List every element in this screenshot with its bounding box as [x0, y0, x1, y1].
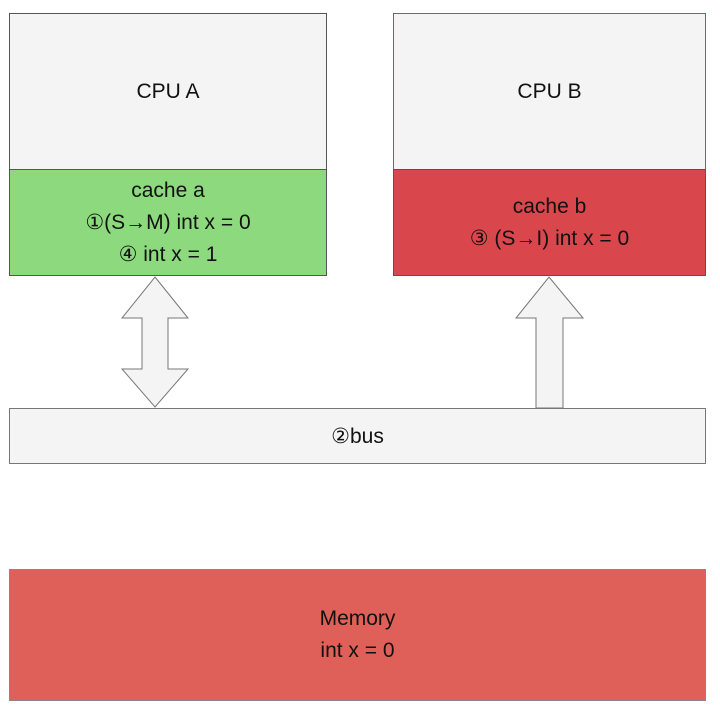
- cache-a-line-2: ④ int x = 1: [118, 242, 218, 266]
- cache-a-box: cache a ①(S→M) int x = 0 ④ int x = 1: [9, 169, 327, 276]
- memory-box: Memory int x = 0: [9, 569, 706, 701]
- cache-b-title: cache b: [512, 194, 587, 218]
- cache-b-line-1: ③ (S→I) int x = 0: [469, 226, 630, 250]
- cache-a-line-1: ①(S→M) int x = 0: [85, 210, 251, 234]
- cpu-a-box: CPU A: [9, 13, 327, 170]
- cpu-b-box: CPU B: [393, 13, 706, 170]
- memory-title: Memory: [319, 607, 396, 630]
- bus-box: ②bus: [9, 408, 706, 464]
- cpu-a-label: CPU A: [136, 79, 200, 103]
- bus-cache-b-arrow: [514, 276, 585, 409]
- memory-value: int x = 0: [320, 639, 395, 662]
- cache-b-box: cache b ③ (S→I) int x = 0: [393, 169, 706, 276]
- cpu-b-label: CPU B: [517, 79, 582, 103]
- cache-a-bus-arrow: [120, 276, 190, 408]
- bus-label: ②bus: [331, 424, 384, 448]
- cache-a-title: cache a: [131, 178, 205, 202]
